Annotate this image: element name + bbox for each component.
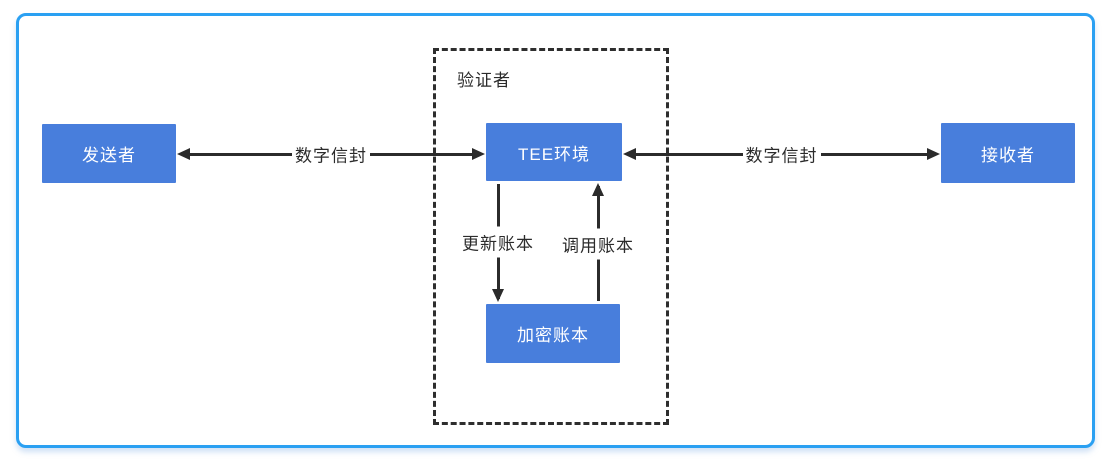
outer-frame [16, 13, 1095, 448]
verifier-group-label: 验证者 [457, 71, 511, 90]
arrowhead-up-icon [592, 183, 604, 196]
edge-label-update-ledger: 更新账本 [461, 226, 535, 257]
edge-label-call-ledger: 调用账本 [561, 228, 635, 259]
verifier-group-box [433, 48, 669, 425]
node-sender: 发送者 [42, 124, 176, 183]
edge-label-digital-envelope-left: 数字信封 [292, 141, 370, 167]
node-encrypted-ledger: 加密账本 [486, 304, 620, 363]
arrowhead-left-icon [623, 148, 636, 160]
node-tee-environment: TEE环境 [486, 123, 622, 181]
node-receiver: 接收者 [941, 123, 1075, 183]
arrowhead-right-icon [472, 148, 485, 160]
edge-label-digital-envelope-right: 数字信封 [742, 141, 821, 167]
arrowhead-down-icon [492, 289, 504, 302]
arrowhead-right-icon [927, 148, 940, 160]
arrowhead-left-icon [177, 148, 190, 160]
